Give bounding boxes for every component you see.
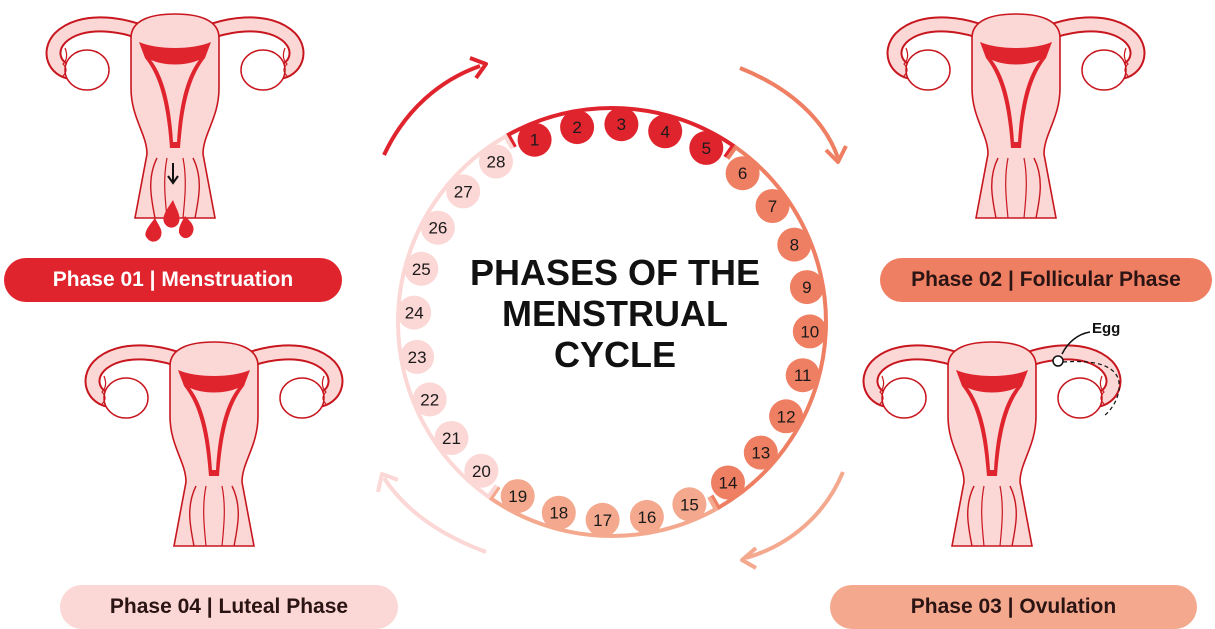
day-label: 5 [702, 139, 711, 158]
phase-label-follicular: Phase 02 | Follicular Phase [880, 258, 1212, 302]
day-20: 20 [464, 454, 498, 488]
day-14: 14 [711, 466, 745, 500]
day-3: 3 [604, 107, 638, 141]
day-11: 11 [786, 358, 820, 392]
day-label: 3 [617, 115, 626, 134]
uterus-luteal-illustration [93, 342, 336, 546]
day-label: 23 [408, 348, 427, 367]
egg-label: Egg [1092, 320, 1120, 337]
day-label: 8 [790, 236, 799, 255]
day-label: 16 [637, 508, 656, 527]
day-label: 26 [428, 219, 447, 238]
day-22: 22 [413, 382, 447, 416]
day-27: 27 [446, 174, 480, 208]
day-label: 13 [751, 444, 770, 463]
day-label: 28 [487, 153, 506, 172]
day-label: 6 [738, 164, 747, 183]
day-label: 2 [572, 118, 581, 137]
day-label: 1 [530, 131, 539, 150]
day-9: 9 [790, 270, 824, 304]
egg-icon [1053, 356, 1063, 366]
day-13: 13 [744, 436, 778, 470]
day-12: 12 [769, 399, 803, 433]
phase-label-luteal: Phase 04 | Luteal Phase [60, 585, 398, 629]
title-line-2: MENSTRUAL [465, 293, 765, 334]
day-18: 18 [542, 496, 576, 530]
day-25: 25 [404, 252, 438, 286]
day-4: 4 [648, 114, 682, 148]
day-label: 21 [442, 429, 461, 448]
day-2: 2 [560, 110, 594, 144]
day-26: 26 [421, 211, 455, 245]
day-21: 21 [435, 421, 469, 455]
day-label: 24 [405, 304, 424, 323]
day-19: 19 [501, 479, 535, 513]
day-5: 5 [689, 131, 723, 165]
day-label: 19 [508, 487, 527, 506]
day-8: 8 [777, 228, 811, 262]
day-label: 14 [719, 474, 738, 493]
day-label: 10 [800, 322, 819, 341]
cycle-arrow-3 [746, 472, 843, 558]
day-16: 16 [630, 500, 664, 534]
day-label: 7 [768, 197, 777, 216]
day-label: 11 [794, 366, 812, 385]
cycle-arrow-1 [384, 66, 480, 155]
day-28: 28 [479, 145, 513, 179]
day-10: 10 [793, 314, 827, 348]
cycle-arrow-4 [384, 478, 486, 552]
day-label: 4 [660, 122, 669, 141]
uterus-menstruation-illustration [54, 14, 297, 242]
day-label: 17 [593, 511, 612, 530]
day-label: 15 [680, 495, 699, 514]
diagram-title: PHASES OF THE MENSTRUAL CYCLE [465, 252, 765, 375]
day-24: 24 [397, 296, 431, 330]
day-17: 17 [586, 503, 620, 537]
day-label: 20 [472, 462, 491, 481]
title-line-1: PHASES OF THE [465, 252, 765, 293]
day-label: 18 [549, 504, 568, 523]
day-label: 22 [420, 390, 439, 409]
title-line-3: CYCLE [465, 334, 765, 375]
cycle-arrow-2 [740, 68, 838, 158]
uterus-follicular-illustration [895, 14, 1138, 218]
phase-label-menstruation: Phase 01 | Menstruation [4, 258, 342, 302]
uterus-ovulation-illustration [871, 332, 1120, 546]
phase-label-ovulation: Phase 03 | Ovulation [830, 585, 1197, 629]
day-23: 23 [400, 340, 434, 374]
day-6: 6 [726, 156, 760, 190]
day-label: 25 [412, 260, 431, 279]
day-label: 27 [454, 182, 473, 201]
day-15: 15 [672, 487, 706, 521]
day-label: 12 [777, 407, 796, 426]
day-7: 7 [756, 189, 790, 223]
day-1: 1 [518, 123, 552, 157]
day-label: 9 [802, 278, 811, 297]
